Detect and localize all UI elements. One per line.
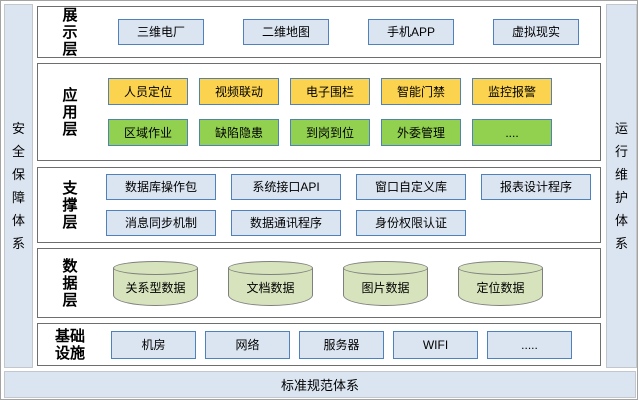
module-box: 报表设计程序	[481, 174, 591, 200]
module-box: WIFI	[393, 330, 478, 359]
layer-application-label: 应用层	[62, 86, 78, 138]
bottom-panel-label: 标准规范体系	[280, 378, 359, 393]
left-panel-label: 安全保障体系	[11, 121, 25, 251]
layer-infrastructure-content: 机房 网络 服务器 WIFI .....	[111, 324, 572, 365]
cylinder-label: 图片数据	[361, 280, 410, 295]
module-box: 监控报警	[472, 78, 552, 105]
module-box: ....	[472, 119, 552, 146]
module-box: 人员定位	[108, 78, 188, 105]
module-box: .....	[487, 330, 572, 359]
layer-application: 应用层 人员定位 视频联动 电子围栏 智能门禁 监控报警 区域作业 缺陷隐患 到…	[37, 63, 601, 161]
module-box: 窗口自定义库	[356, 174, 466, 200]
layer-presentation: 展示层 三维电厂 二维地图 手机APP 虚拟现实	[37, 6, 601, 58]
module-box: 网络	[205, 330, 290, 359]
bottom-panel-standard-system: 标准规范体系	[4, 371, 636, 398]
module-box: 三维电厂	[118, 19, 204, 45]
cylinder-label: 定位数据	[476, 280, 525, 295]
module-box: 缺陷隐患	[199, 119, 279, 146]
cylinder-top	[228, 260, 313, 275]
module-box: 数据库操作包	[106, 174, 216, 200]
application-row-1: 人员定位 视频联动 电子围栏 智能门禁 监控报警	[108, 78, 552, 105]
cylinder-label: 文档数据	[246, 280, 295, 295]
database-cylinder: 定位数据	[458, 260, 543, 306]
database-cylinder: 图片数据	[343, 260, 428, 306]
left-panel-security-system: 安全保障体系	[4, 4, 33, 368]
module-box: 服务器	[299, 330, 384, 359]
layer-data-label: 数据层	[62, 257, 78, 309]
module-box: 系统接口API	[231, 174, 341, 200]
cylinder-top	[113, 260, 198, 275]
right-panel-label: 运行维护体系	[614, 121, 628, 251]
data-row: 关系型数据 文档数据 图片数据 定位数据	[113, 260, 543, 306]
module-box: 身份权限认证	[356, 210, 466, 236]
presentation-row: 三维电厂 二维地图 手机APP 虚拟现实	[118, 19, 579, 45]
application-row-2: 区域作业 缺陷隐患 到岗到位 外委管理 ....	[108, 119, 552, 146]
support-row-1: 数据库操作包 系统接口API 窗口自定义库 报表设计程序	[106, 174, 591, 200]
layer-infrastructure: 基础设施 机房 网络 服务器 WIFI .....	[37, 323, 601, 366]
cylinder-label: 关系型数据	[125, 280, 186, 295]
cylinder-top	[458, 260, 543, 275]
cylinder-top	[343, 260, 428, 275]
layer-infrastructure-label: 基础设施	[54, 327, 85, 362]
module-box: 智能门禁	[381, 78, 461, 105]
layer-data: 数据层 关系型数据 文档数据 图片数据	[37, 248, 601, 318]
layer-support-label: 支撑层	[62, 179, 78, 231]
module-box: 二维地图	[243, 19, 329, 45]
layer-data-content: 关系型数据 文档数据 图片数据 定位数据	[113, 249, 543, 317]
support-row-2: 消息同步机制 数据通讯程序 身份权限认证	[106, 210, 591, 236]
module-box: 视频联动	[199, 78, 279, 105]
infrastructure-row: 机房 网络 服务器 WIFI .....	[111, 330, 572, 359]
database-cylinder: 关系型数据	[113, 260, 198, 306]
module-box: 消息同步机制	[106, 210, 216, 236]
module-box: 区域作业	[108, 119, 188, 146]
layer-presentation-label: 展示层	[62, 6, 78, 58]
layer-support-content: 数据库操作包 系统接口API 窗口自定义库 报表设计程序 消息同步机制 数据通讯…	[106, 168, 591, 242]
module-box: 机房	[111, 330, 196, 359]
module-box: 外委管理	[381, 119, 461, 146]
module-box: 到岗到位	[290, 119, 370, 146]
database-cylinder: 文档数据	[228, 260, 313, 306]
layer-support: 支撑层 数据库操作包 系统接口API 窗口自定义库 报表设计程序 消息同步机制 …	[37, 167, 601, 243]
right-panel-operation-maintenance-system: 运行维护体系	[606, 4, 637, 368]
module-box: 虚拟现实	[493, 19, 579, 45]
layer-application-content: 人员定位 视频联动 电子围栏 智能门禁 监控报警 区域作业 缺陷隐患 到岗到位 …	[108, 64, 552, 160]
layer-presentation-content: 三维电厂 二维地图 手机APP 虚拟现实	[118, 7, 579, 57]
module-box: 数据通讯程序	[231, 210, 341, 236]
module-box: 手机APP	[368, 19, 454, 45]
module-box: 电子围栏	[290, 78, 370, 105]
